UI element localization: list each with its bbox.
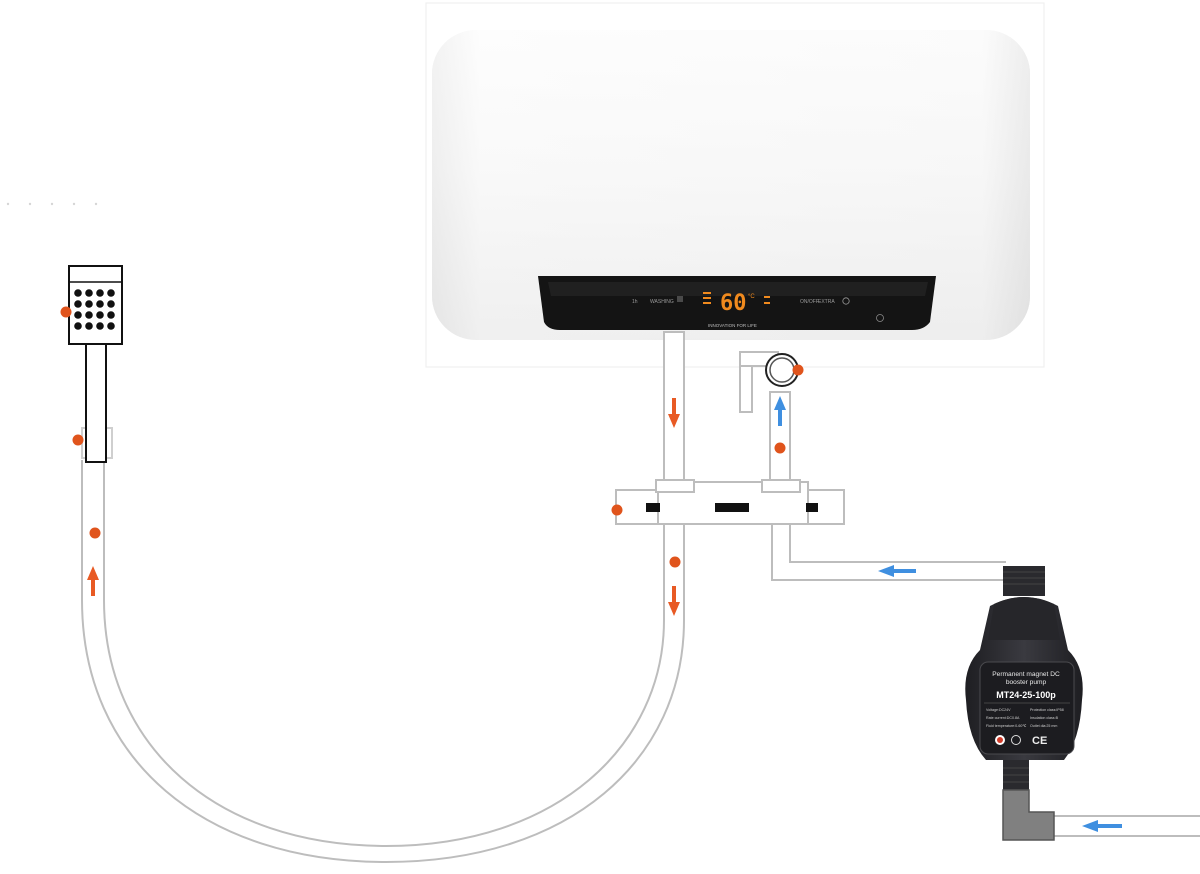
pump-label-line1: Permanent magnet DC <box>992 671 1060 678</box>
shower-nozzle <box>96 322 104 330</box>
pipes <box>81 331 1200 864</box>
pump-label-panel <box>979 661 1075 755</box>
booster-pump: Permanent magnet DC booster pump MT24-25… <box>965 566 1083 841</box>
marker-dots <box>60 306 804 568</box>
panel-left-text: WASHING <box>650 299 674 305</box>
marker-dot-hose-left <box>89 527 101 539</box>
marker-dot-shower-head <box>60 306 72 318</box>
shower-nozzle <box>96 300 104 308</box>
panel-left-small-text: 1h <box>632 299 638 305</box>
pump-inlet-pipe <box>1054 815 1200 837</box>
pump-spec-protection: Protection class:IP58 <box>1030 708 1064 712</box>
shower-nozzle <box>74 300 82 308</box>
pump-spec-fluid: Fluid temperature:0-60℃ <box>986 724 1027 728</box>
cold-arrow-heater-inlet <box>774 396 786 426</box>
shower-nozzle <box>85 289 93 297</box>
manifold-slots <box>646 503 818 512</box>
cold-arrow-pump-inlet <box>1082 820 1122 832</box>
pump-label-line2: booster pump <box>1006 679 1047 686</box>
water-heater: 1h WASHING 60 °C ON/OFF EXTRA INNOVATION… <box>425 2 1045 368</box>
shower-nozzle <box>107 300 115 308</box>
shower-hose-inner <box>103 460 665 848</box>
pump-model: MT24-25-100p <box>996 690 1056 700</box>
pump-spec-insulation: Insulation class:B <box>1030 716 1059 720</box>
heater-photo-frame <box>425 2 1045 368</box>
marker-dot-manifold <box>611 504 623 516</box>
panel-logo-icon <box>876 314 884 322</box>
shower-nozzle <box>74 311 82 319</box>
flow-arrows <box>87 396 1122 832</box>
shower-nozzle <box>85 300 93 308</box>
panel-bottom-text: INNOVATION FOR LIFE <box>708 323 757 328</box>
shower-nozzle <box>85 311 93 319</box>
power-icon <box>842 297 850 305</box>
manifold-collar-left <box>655 479 695 493</box>
heater-control-panel: 1h WASHING 60 °C ON/OFF EXTRA INNOVATION… <box>538 276 936 330</box>
pump-spec-voltage: Voltage:DC24V <box>986 708 1011 712</box>
panel-left-indicator <box>677 296 683 302</box>
shower-nozzle <box>74 289 82 297</box>
shower-nozzle <box>74 322 82 330</box>
marker-dot-hose-right <box>669 556 681 568</box>
pump-spec-outlet: Outlet dia:25 mm <box>1030 724 1057 728</box>
heater-tank-shade <box>432 30 1030 340</box>
cold-arrow-pump-outlet <box>878 565 916 577</box>
valve-stem <box>739 365 753 413</box>
shower-nozzles <box>74 289 115 330</box>
panel-right-label-a: ON/OFF <box>800 299 819 305</box>
display-unit: °C <box>748 294 755 300</box>
manifold-collar-right <box>761 479 801 493</box>
shower-nozzle <box>96 289 104 297</box>
faint-marks <box>6 202 98 206</box>
shower-handle <box>85 337 107 463</box>
pump-outlet-pipe <box>771 524 1006 581</box>
hot-arrow-hose-down <box>668 586 680 616</box>
shower-nozzle <box>107 289 115 297</box>
marker-dot-valve <box>792 364 804 376</box>
shower-nozzle <box>96 311 104 319</box>
hot-arrow-hose-up <box>87 566 99 596</box>
hot-arrow-heater-outlet <box>668 398 680 428</box>
shower-nozzle <box>85 322 93 330</box>
panel-right-label-b: EXTRA <box>818 299 835 305</box>
shower-nozzle <box>107 322 115 330</box>
valve-ring <box>765 353 799 387</box>
pump-cap <box>988 597 1060 640</box>
marker-dot-shower-handle <box>72 434 84 446</box>
ce-mark: CE <box>1032 735 1047 747</box>
pump-elbow <box>1002 789 1055 841</box>
marker-dot-cold-pipe <box>774 442 786 454</box>
shower-head <box>68 265 123 463</box>
pump-spec-current: Rate current:DC0.8A <box>986 716 1020 720</box>
display-bars-right <box>764 296 770 304</box>
display-bars-left <box>703 292 711 304</box>
display-temperature: 60 <box>720 291 747 316</box>
shower-nozzle <box>107 311 115 319</box>
shower-hose-outer <box>81 460 685 864</box>
recycle-icon <box>1011 735 1021 745</box>
pump-top-fitting <box>1003 566 1045 596</box>
